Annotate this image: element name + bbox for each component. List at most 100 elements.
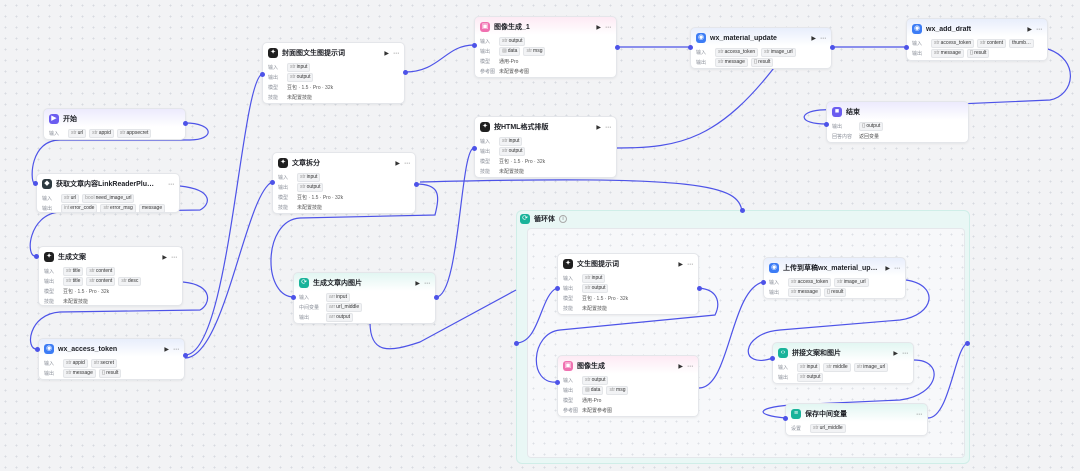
run-icon[interactable]: ▶	[415, 280, 420, 287]
node-upload-image[interactable]: ◉ 上传到草稿wx_material_up… ▶⋯ 输入 straccess_t…	[763, 257, 906, 299]
more-icon[interactable]: ⋯	[404, 160, 410, 167]
run-icon[interactable]: ▶	[893, 350, 898, 357]
node-link-reader[interactable]: ◆ 获取文章内容LinkReaderPlu… ⋯ 输入 strurl booln…	[36, 173, 180, 213]
node-start[interactable]: ▶ 开始 输入 strurl strappid strappsecret	[43, 108, 186, 140]
run-icon[interactable]: ▶	[678, 363, 683, 370]
node-gen-images[interactable]: ⟳ 生成文章内图片 ▶⋯ 输入 arrinput 中间变量 arrurl_mid…	[293, 272, 436, 324]
node-split[interactable]: ✦ 文章拆分 ▶⋯ 输入 strinput 输出 stroutput 模型 豆包…	[272, 152, 416, 214]
port[interactable]	[260, 72, 265, 77]
more-icon[interactable]: ⋯	[605, 124, 611, 131]
row-label: 输入	[480, 138, 491, 145]
more-icon[interactable]: ⋯	[168, 181, 174, 188]
port[interactable]	[291, 295, 296, 300]
run-icon[interactable]: ▶	[162, 254, 167, 261]
param-tag: ▨data	[499, 46, 521, 56]
port[interactable]	[904, 45, 909, 50]
node-save-var[interactable]: ≡ 保存中间变量 ⋯ 设置 strurl_middle	[785, 403, 928, 436]
end-icon: ■	[832, 107, 842, 117]
port[interactable]	[270, 180, 275, 185]
port[interactable]	[34, 254, 39, 259]
row-label: 输入	[563, 275, 574, 282]
node-gen-copy[interactable]: ✦ 生成文案 ▶⋯ 输入 strtitle strcontent 输出 strt…	[38, 246, 183, 306]
more-icon[interactable]: ⋯	[173, 346, 179, 353]
row-label: 技能	[563, 305, 574, 312]
more-icon[interactable]: ⋯	[687, 261, 693, 268]
more-icon[interactable]: ⋯	[424, 280, 430, 287]
node-add-draft[interactable]: ◉ wx_add_draft ▶⋯ 输入 straccess_token str…	[906, 18, 1048, 61]
port[interactable]	[472, 146, 477, 151]
more-icon[interactable]: ⋯	[605, 24, 611, 31]
node-html-layout[interactable]: ✦ 按HTML格式排版 ▶⋯ 输入 strinput 输出 stroutput …	[474, 116, 617, 178]
node-cover-prompt[interactable]: ✦ 封面图文生图提示词 ▶⋯ 输入 strinput 输出 stroutput …	[262, 42, 405, 104]
run-icon[interactable]: ▶	[384, 50, 389, 57]
skill-value: 未配置技能	[63, 298, 89, 305]
param-tag: strinput	[797, 362, 821, 372]
more-icon[interactable]: ⋯	[916, 411, 922, 418]
run-icon[interactable]: ▶	[678, 261, 683, 268]
node-title: wx_access_token	[58, 345, 118, 353]
row-label: 模型	[480, 158, 491, 165]
more-icon[interactable]: ⋯	[820, 35, 826, 42]
run-icon[interactable]: ▶	[885, 265, 890, 272]
node-image-gen-1[interactable]: ▣ 图像生成_1 ▶⋯ 输入 stroutput 输出 ▨data strmsg…	[474, 16, 617, 78]
more-icon[interactable]: ⋯	[687, 363, 693, 370]
run-icon[interactable]: ▶	[1027, 26, 1032, 33]
llm-icon: ✦	[44, 252, 54, 262]
row-label: 输入	[278, 174, 289, 181]
node-access-token[interactable]: ◉ wx_access_token ▶⋯ 输入 strappid strsecr…	[38, 338, 185, 380]
more-icon[interactable]: ⋯	[894, 265, 900, 272]
skill-value: 未配置技能	[287, 94, 313, 101]
port[interactable]	[434, 295, 439, 300]
run-icon[interactable]: ▶	[596, 24, 601, 31]
port[interactable]	[770, 356, 775, 361]
more-icon[interactable]: ⋯	[393, 50, 399, 57]
run-icon[interactable]: ▶	[164, 346, 169, 353]
port[interactable]	[965, 341, 970, 346]
run-icon[interactable]: ▶	[395, 160, 400, 167]
edge	[435, 147, 475, 298]
node-material-update[interactable]: ◉ wx_material_update ▶⋯ 输入 straccess_tok…	[690, 27, 832, 69]
node-concat[interactable]: ‹› 拼接文案和图片 ▶⋯ 输入 strinput strmiddle stri…	[772, 342, 914, 384]
port[interactable]	[615, 45, 620, 50]
port[interactable]	[472, 43, 477, 48]
port[interactable]	[183, 353, 188, 358]
row-label: 输出	[299, 314, 310, 321]
run-icon[interactable]: ▶	[596, 124, 601, 131]
port[interactable]	[783, 416, 788, 421]
port[interactable]	[35, 347, 40, 352]
node-end[interactable]: ■ 结束 输出 {}output 回答内容 返回变量	[826, 101, 969, 143]
plugin-icon: ◉	[44, 344, 54, 354]
node-title: 封面图文生图提示词	[282, 50, 345, 57]
more-icon[interactable]: ⋯	[1036, 26, 1042, 33]
row-label: 输入	[49, 130, 60, 137]
port[interactable]	[555, 380, 560, 385]
port[interactable]	[33, 181, 38, 186]
row-label: 回答内容	[832, 133, 853, 140]
return-value: 返回变量	[859, 133, 880, 140]
row-label: 模型	[563, 397, 574, 404]
row-label: 输出	[278, 184, 289, 191]
port[interactable]	[688, 45, 693, 50]
port[interactable]	[403, 70, 408, 75]
row-label: 输入	[42, 195, 53, 202]
port[interactable]	[414, 182, 419, 187]
param-tag: strmessage	[931, 48, 964, 58]
more-icon[interactable]: ⋯	[902, 350, 908, 357]
llm-icon: ✦	[563, 259, 573, 269]
info-icon[interactable]: i	[559, 215, 567, 223]
node-title: 拼接文案和图片	[792, 350, 841, 357]
port[interactable]	[830, 45, 835, 50]
port[interactable]	[514, 341, 519, 346]
row-label: 输入	[769, 279, 780, 286]
port[interactable]	[761, 280, 766, 285]
port[interactable]	[555, 286, 560, 291]
node-t2i-prompt[interactable]: ✦ 文生图提示词 ▶⋯ 输入 strinput 输出 stroutput 模型 …	[557, 253, 699, 315]
port[interactable]	[824, 122, 829, 127]
run-icon[interactable]: ▶	[811, 35, 816, 42]
more-icon[interactable]: ⋯	[171, 254, 177, 261]
port[interactable]	[183, 121, 188, 126]
node-title: 生成文章内图片	[313, 280, 362, 287]
port[interactable]	[697, 286, 702, 291]
port[interactable]	[740, 208, 745, 213]
node-image-gen[interactable]: ▣ 图像生成 ▶⋯ 输入 stroutput 输出 ▨data strmsg 模…	[557, 355, 699, 417]
